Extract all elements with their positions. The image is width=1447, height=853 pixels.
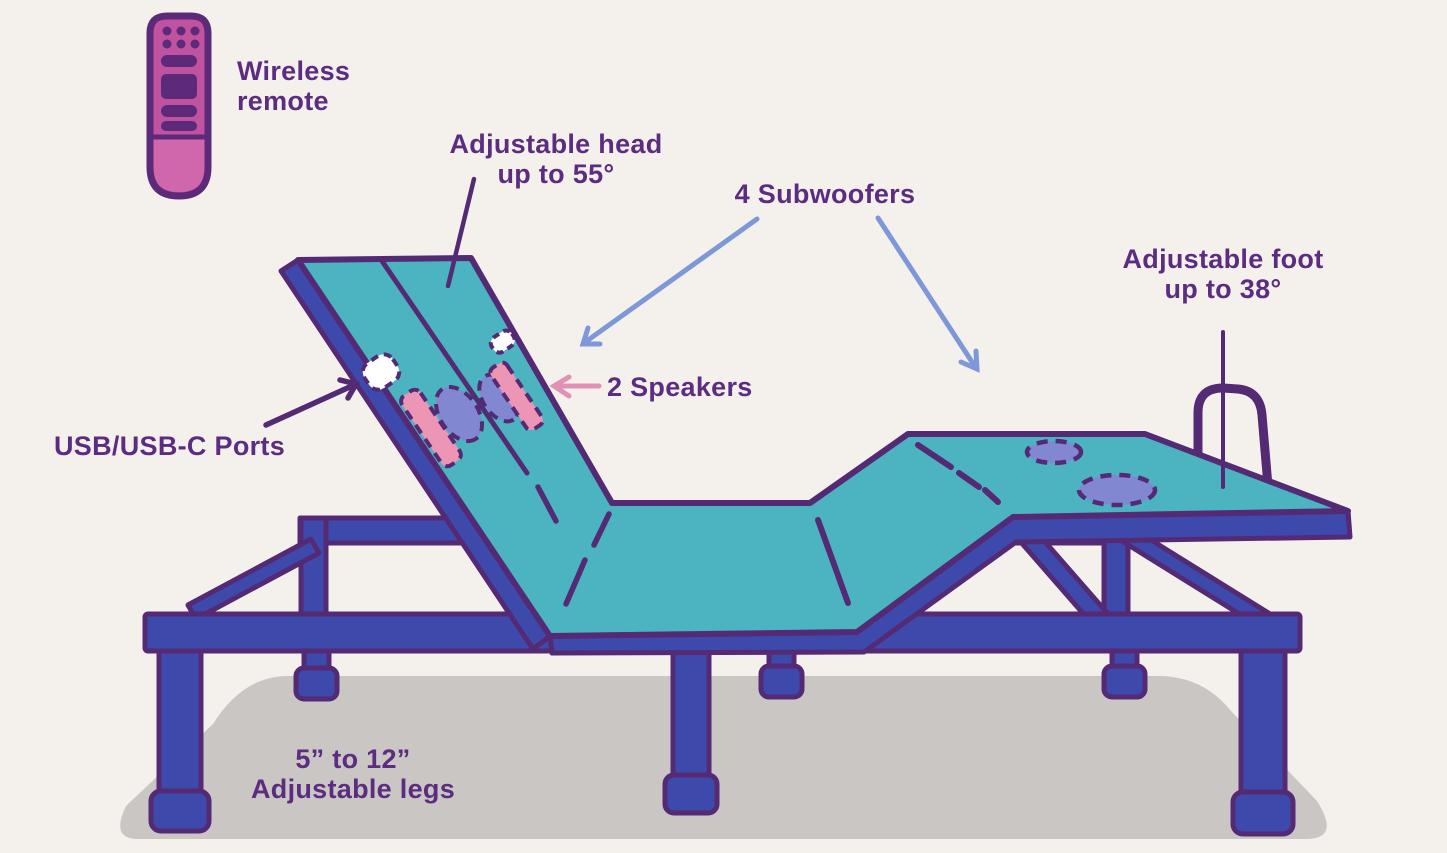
remote-bottom xyxy=(153,139,205,192)
frame-leg-cap xyxy=(148,788,212,834)
speaker xyxy=(488,360,545,432)
subwoofers-label: 4 Subwoofers xyxy=(734,179,916,209)
fold-dash xyxy=(915,442,954,470)
head-callout-line xyxy=(445,176,477,289)
speakers-label: 2 Speakers xyxy=(607,372,753,402)
fold-dash xyxy=(815,517,851,606)
frame-leg-cap xyxy=(1230,789,1296,837)
wireless-remote-label: Wireless remote xyxy=(237,56,351,116)
floor-shadow xyxy=(120,676,1327,839)
mattress xyxy=(278,255,1353,656)
subwoofer-pointer-arrow-right-icon xyxy=(875,215,980,373)
remote-outline xyxy=(146,12,212,200)
subwoofer xyxy=(1076,472,1158,508)
remote-buttons xyxy=(161,26,200,131)
speakers-pointer-arrow-icon xyxy=(549,374,602,399)
fold-dash xyxy=(956,470,982,490)
subwoofer xyxy=(433,384,485,444)
fold-dash xyxy=(535,484,559,524)
wireless-remote-icon xyxy=(146,12,212,200)
subwoofer xyxy=(1024,438,1084,466)
foot-hoop-handle xyxy=(1193,383,1273,491)
fold-dash xyxy=(563,557,588,607)
adjustable-head-label: Adjustable head up to 55° xyxy=(449,129,663,189)
frame-leg xyxy=(156,645,204,799)
fold-dash xyxy=(982,487,1001,505)
usb-pointer-arrow-icon xyxy=(263,377,361,428)
head-panel-divider xyxy=(379,258,530,476)
frame-stub-cap xyxy=(1101,663,1148,700)
frame-leg-cap xyxy=(662,772,720,816)
usb-c-port xyxy=(488,328,517,355)
fold-dash xyxy=(591,511,612,548)
adjustable-foot-label: Adjustable foot up to 38° xyxy=(1122,244,1324,304)
frame-leg xyxy=(1238,645,1288,800)
subwoofer-pointer-arrow-left-icon xyxy=(579,216,760,347)
adjustable-legs-label: 5” to 12” Adjustable legs xyxy=(250,744,456,804)
frame-stub-cap xyxy=(758,663,805,700)
usb-ports-label: USB/USB-C Ports xyxy=(54,431,286,461)
frame-stub-cap xyxy=(293,665,340,702)
frame-leg xyxy=(670,645,712,783)
mattress-surface xyxy=(295,255,1351,639)
usb-port xyxy=(360,352,402,392)
